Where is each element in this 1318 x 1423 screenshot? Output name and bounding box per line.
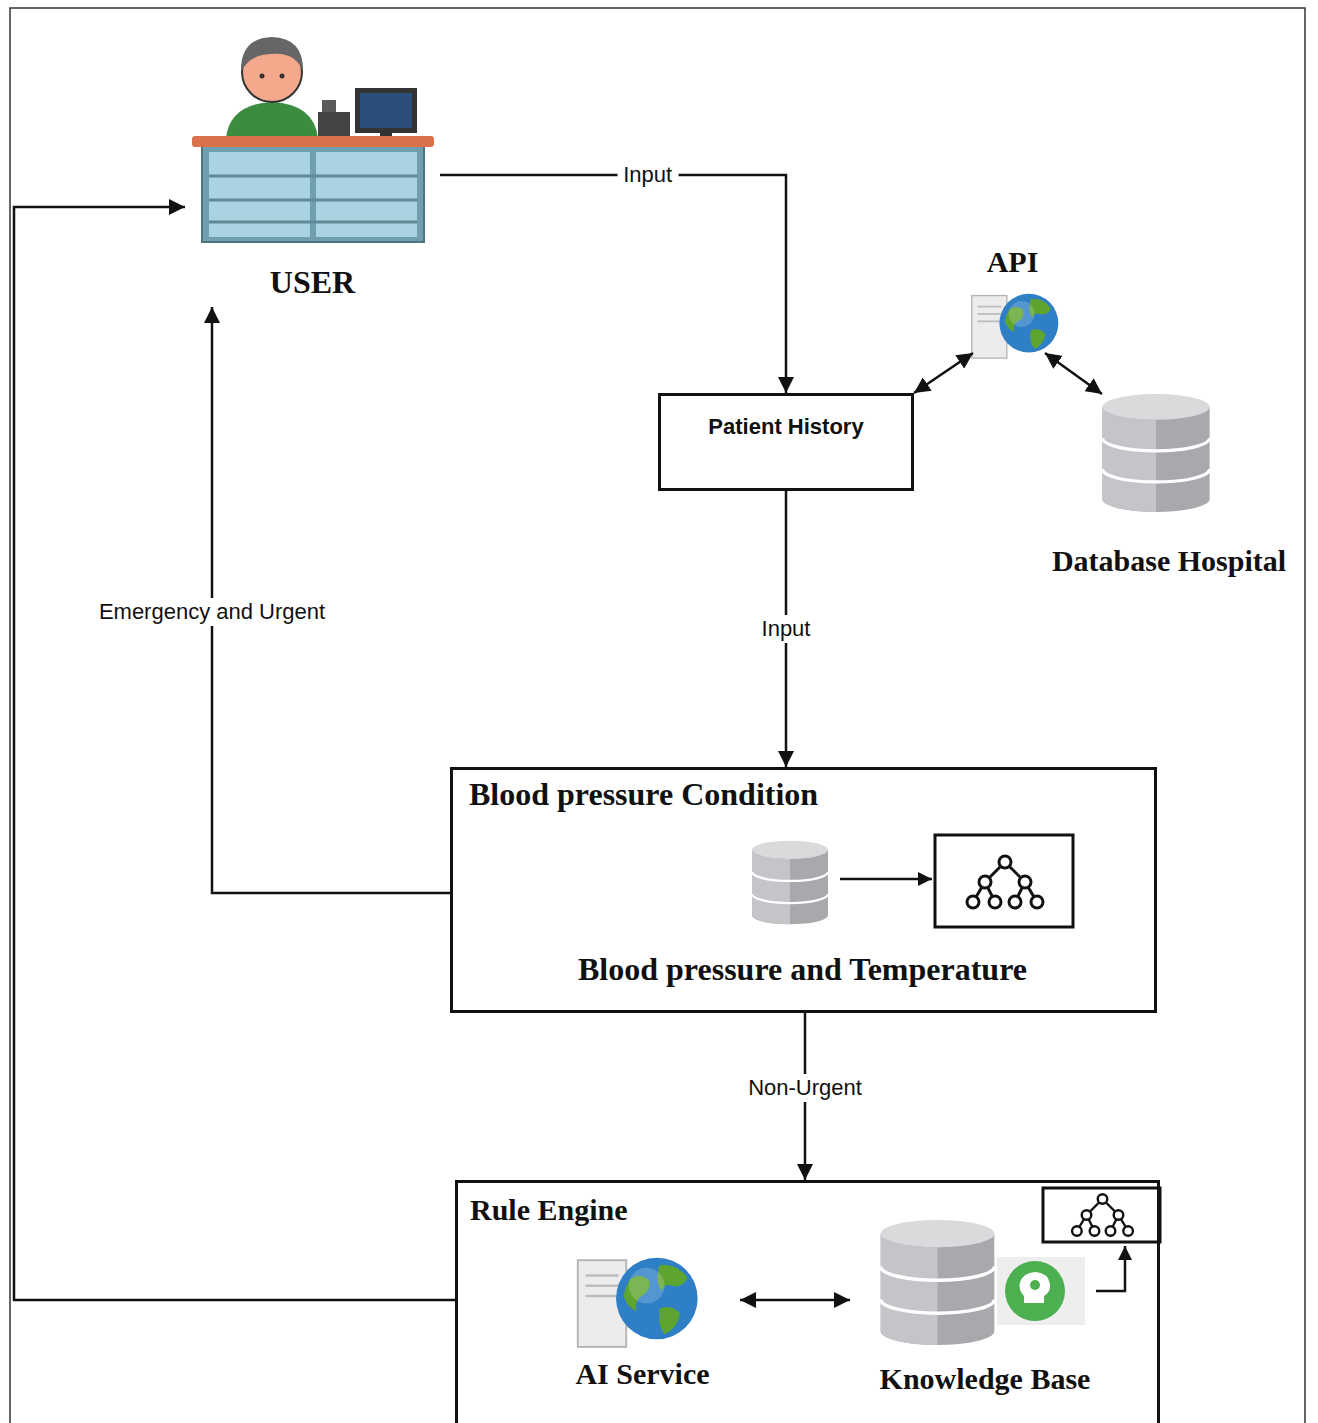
node-label: USER	[270, 264, 355, 301]
node-label: Patient History	[708, 414, 863, 439]
counter-panel	[209, 152, 310, 237]
brain-icon-ground	[997, 1257, 1085, 1325]
outer-frame	[10, 8, 1305, 1423]
decision-tree-box	[935, 835, 1073, 927]
node-label: API	[987, 245, 1039, 280]
service-node: AI Service	[545, 1245, 740, 1395]
node-label: Blood pressure and Temperature	[578, 951, 1027, 988]
decision-tree-icon	[1072, 1194, 1133, 1236]
user-eye	[280, 74, 285, 79]
edge-label: Emergency and Urgent	[93, 598, 331, 626]
database-icon	[1102, 394, 1209, 512]
edge-label: Input	[756, 615, 817, 643]
module-box: Blood pressure and Temperature Blood pres…	[450, 767, 1157, 1013]
connector-arrow	[14, 207, 455, 1300]
edge-label: Non-Urgent	[742, 1074, 868, 1102]
decision-tree-icon	[967, 856, 1043, 908]
flow-arrow	[1096, 1246, 1125, 1291]
cash-register	[318, 112, 350, 138]
node-label: Rule Engine	[470, 1193, 628, 1228]
brain-icon	[1020, 1272, 1051, 1303]
node-label: AI Service	[575, 1357, 709, 1392]
process-box: Patient History	[658, 393, 914, 491]
data-node: Blood pressure and Temperature	[520, 830, 1085, 992]
service-node: API	[955, 245, 1070, 365]
edge-label: Input	[617, 161, 678, 189]
user-eye	[260, 74, 265, 79]
flow-arrow	[840, 878, 932, 881]
database-icon	[752, 841, 828, 925]
connector-arrow	[1045, 353, 1102, 394]
actor-node: USER	[185, 35, 440, 305]
user-body	[226, 102, 318, 138]
decision-tree-box	[1043, 1188, 1160, 1242]
counter-panel	[316, 152, 417, 237]
user-illustration	[192, 37, 434, 242]
brain-icon	[1030, 1280, 1040, 1290]
node-label: Knowledge Base	[880, 1362, 1091, 1397]
database-node: Database Hospital	[1030, 390, 1308, 582]
connector-arrow	[914, 353, 973, 393]
module-box: AI Service Knowledge Base Rule Engine	[455, 1180, 1160, 1423]
connector-arrow	[740, 1299, 850, 1302]
monitor	[355, 88, 417, 133]
node-label: Blood pressure Condition	[469, 776, 818, 813]
counter-top	[192, 136, 434, 147]
counter	[202, 146, 424, 242]
node-label: Database Hospital	[1052, 544, 1286, 579]
brain-icon	[1005, 1261, 1065, 1321]
user-hair	[241, 37, 303, 72]
connector-arrow	[440, 175, 786, 393]
database-icon	[881, 1220, 995, 1345]
monitor-screen	[360, 93, 412, 128]
ai-service-icon	[578, 1258, 698, 1347]
counter-lines	[209, 176, 417, 222]
api-icon	[972, 294, 1058, 358]
database-node: Knowledge Base	[850, 1215, 1120, 1400]
cash-register	[322, 100, 336, 112]
